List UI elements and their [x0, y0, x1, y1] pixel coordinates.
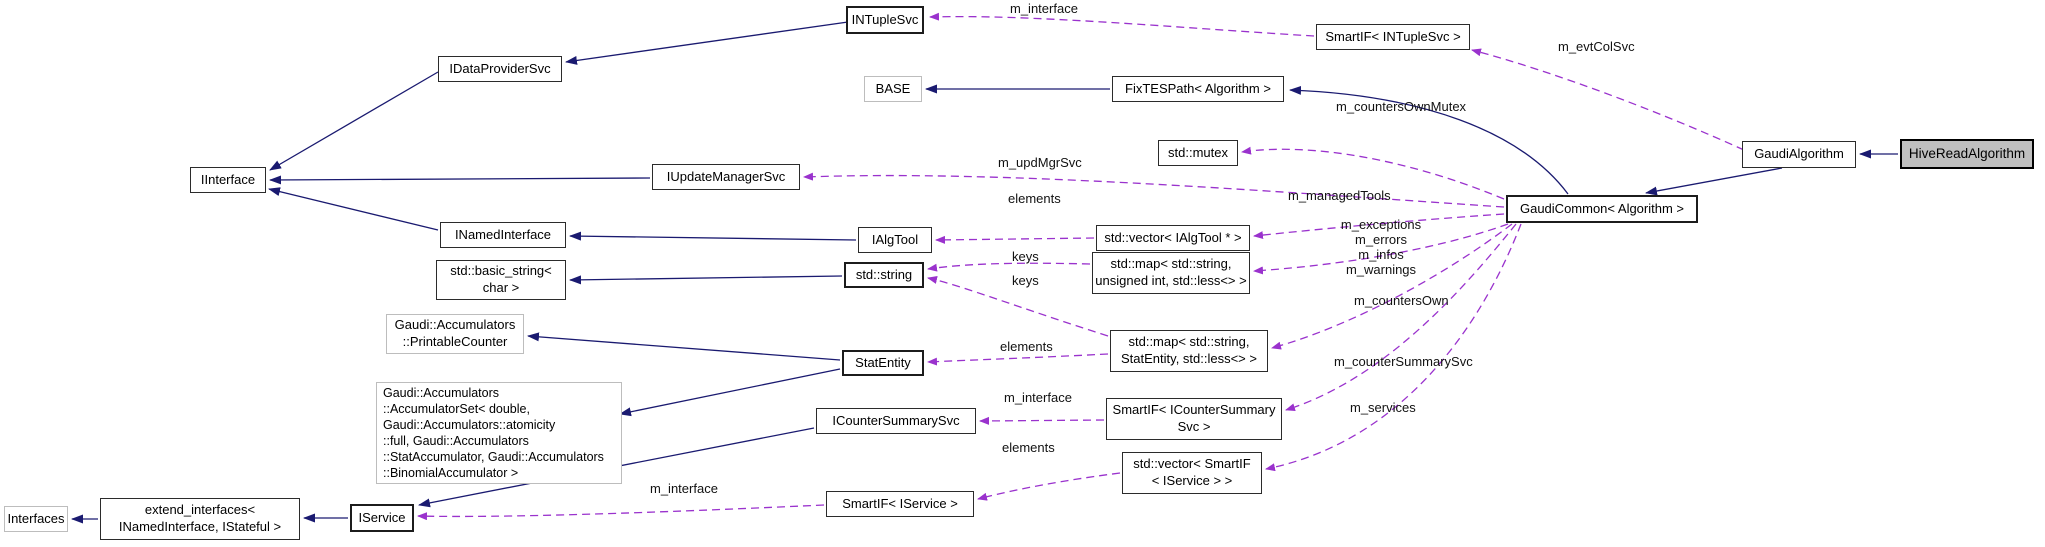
edge-iupdatemanagersvc-to-iinterface	[269, 175, 651, 185]
edge-mapstatentity-to-statentity	[927, 353, 1109, 366]
edge-label-message-counters: m_exceptions m_errors m_infos m_warnings	[1340, 217, 1422, 277]
edge-label-keys-1: keys	[1012, 249, 1039, 264]
edge-gaudialgorithm-to-gaudicommon	[1645, 167, 1783, 196]
node-basic-string[interactable]: std::basic_string< char >	[436, 260, 566, 300]
edge-label-elements-statentity: elements	[1000, 339, 1053, 354]
edge-smartifcounter-to-icountersummarysvc	[979, 416, 1105, 425]
edge-intuplesvc-to-idataprovidersvc	[565, 21, 849, 65]
node-vector-smartif-iservice[interactable]: std::vector< SmartIF < IService > >	[1122, 452, 1262, 494]
edge-inamedinterface-to-iinterface	[268, 187, 439, 231]
node-fixtespath-algorithm[interactable]: FixTESPath< Algorithm >	[1112, 76, 1284, 102]
edge-statentity-to-accumulatorset	[619, 368, 841, 417]
node-interfaces: Interfaces	[4, 506, 68, 532]
edge-gaudialgorithm-to-smartifintuple	[1471, 48, 1745, 151]
node-icountersummarysvc[interactable]: ICounterSummarySvc	[816, 408, 976, 434]
node-map-string-statentity[interactable]: std::map< std::string, StatEntity, std::…	[1110, 330, 1268, 372]
edge-gaudicommon-to-mapstatentity	[1271, 223, 1513, 350]
edge-stdstring-to-basicstring	[569, 275, 843, 285]
node-inamedinterface[interactable]: INamedInterface	[440, 222, 566, 248]
node-std-string[interactable]: std::string	[844, 262, 924, 288]
node-iinterface[interactable]: IInterface	[190, 167, 266, 193]
node-accumulator-set: Gaudi::Accumulators ::AccumulatorSet< do…	[376, 382, 622, 484]
edge-mapstatentity-to-stdstring-keys	[927, 276, 1109, 337]
edge-ialgtool-to-inamedinterface	[569, 231, 857, 241]
edge-label-m-interface-counter: m_interface	[1004, 390, 1072, 405]
edge-label-m-interface-iservice: m_interface	[650, 481, 718, 496]
edge-smartifintuple-to-intuplesvc	[929, 12, 1315, 37]
edge-smartifiservice-to-iservice	[417, 504, 825, 521]
node-map-string-uint[interactable]: std::map< std::string, unsigned int, std…	[1092, 252, 1250, 294]
edge-label-elements-ialgtool: elements	[1008, 191, 1061, 206]
node-ialgtool[interactable]: IAlgTool	[858, 227, 932, 253]
node-printable-counter: Gaudi::Accumulators ::PrintableCounter	[386, 314, 524, 354]
node-smartif-iservice[interactable]: SmartIF< IService >	[826, 491, 974, 517]
edge-label-m-countersummarysvc: m_counterSummarySvc	[1334, 354, 1473, 369]
node-base: BASE	[864, 76, 922, 102]
node-smartif-intuplesvc[interactable]: SmartIF< INTupleSvc >	[1316, 24, 1470, 50]
node-hivereadalgorithm: HiveReadAlgorithm	[1900, 139, 2034, 169]
edge-gaudicommon-to-vectorsmartif	[1265, 223, 1522, 472]
edge-label-m-countersownmutex: m_countersOwnMutex	[1336, 99, 1467, 114]
edge-statentity-to-printablecounter	[527, 332, 841, 361]
node-gaudicommon-algorithm[interactable]: GaudiCommon< Algorithm >	[1506, 195, 1698, 223]
edge-gaudicommon-to-smartifcounter	[1285, 223, 1517, 412]
node-intuplesvc[interactable]: INTupleSvc	[846, 6, 924, 34]
edge-vectorialgtool-to-ialgtool	[935, 235, 1095, 244]
edge-label-m-updmgrsvc: m_updMgrSvc	[998, 155, 1082, 170]
edge-mapuint-to-stdstring-keys	[927, 262, 1091, 272]
node-smartif-icountersummarysvc[interactable]: SmartIF< ICounterSummary Svc >	[1106, 398, 1282, 440]
edge-gaudicommon-to-stdmutex	[1241, 146, 1505, 200]
edge-gaudicommon-to-iupdatemanagersvc	[803, 172, 1505, 208]
edge-label-m-managedtools: m_managedTools	[1288, 188, 1391, 203]
edge-gaudicommon-to-mapuint	[1253, 223, 1509, 275]
node-gaudialgorithm[interactable]: GaudiAlgorithm	[1742, 141, 1856, 168]
node-vector-ialgtool[interactable]: std::vector< IAlgTool * >	[1096, 225, 1250, 251]
edge-label-keys-2: keys	[1012, 273, 1039, 288]
edge-idataprovidersvc-to-iinterface	[269, 71, 439, 171]
edge-gaudicommon-to-vectorialgtool	[1253, 213, 1505, 240]
edge-label-m-countersown: m_countersOwn	[1354, 293, 1449, 308]
edge-vectorsmartif-to-smartifiservice	[977, 472, 1121, 501]
edge-label-m-services: m_services	[1350, 400, 1416, 415]
edge-label-m-interface-intuple: m_interface	[1010, 1, 1078, 16]
node-idataprovidersvc[interactable]: IDataProviderSvc	[438, 56, 562, 82]
node-extend-interfaces[interactable]: extend_interfaces< INamedInterface, ISta…	[100, 498, 300, 540]
node-std-mutex[interactable]: std::mutex	[1158, 140, 1238, 166]
node-statentity[interactable]: StatEntity	[842, 350, 924, 376]
edge-gaudicommon-to-fixtespath	[1289, 85, 1569, 195]
edge-label-elements-iservice: elements	[1002, 440, 1055, 455]
node-iservice[interactable]: IService	[350, 504, 414, 532]
node-iupdatemanagersvc[interactable]: IUpdateManagerSvc	[652, 164, 800, 190]
edge-label-m-evtcolsvc: m_evtColSvc	[1558, 39, 1635, 54]
